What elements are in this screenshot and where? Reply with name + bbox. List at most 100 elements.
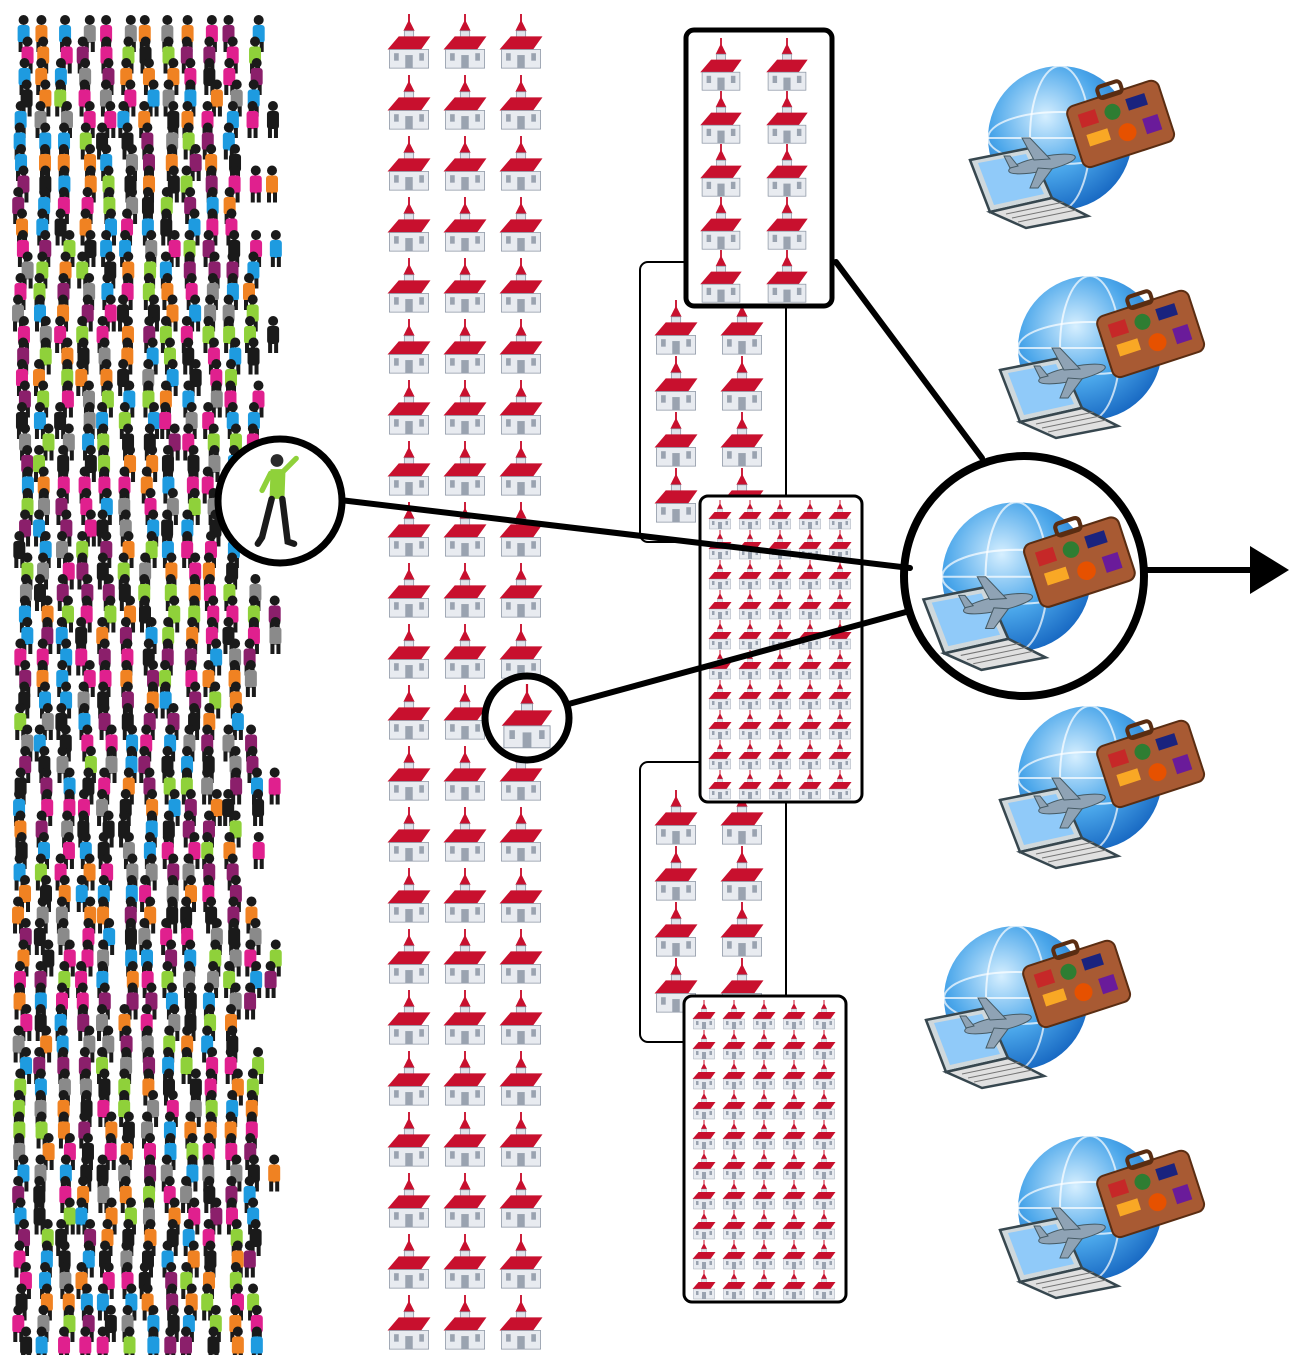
crowd-person-icon xyxy=(201,1025,214,1063)
church-icon xyxy=(498,319,544,375)
crowd-person-icon xyxy=(227,896,240,934)
crowd-person-icon xyxy=(41,1219,54,1256)
crowd-person-icon xyxy=(96,1047,109,1084)
crowd-person-icon xyxy=(120,1240,133,1278)
church-icon xyxy=(498,75,544,131)
church-icon xyxy=(386,14,432,70)
crowd-person-icon xyxy=(166,1283,179,1321)
crowd-person-icon xyxy=(264,961,277,998)
crowd-person-icon xyxy=(202,230,215,267)
crowd-person-icon xyxy=(96,316,109,353)
crowd-person-icon xyxy=(231,1283,244,1321)
church-icon xyxy=(386,868,432,924)
crowd-person-icon xyxy=(21,251,34,289)
crowd-person-icon xyxy=(124,165,137,203)
crowd-person-icon xyxy=(140,724,153,762)
crowd-person-icon xyxy=(161,638,174,676)
crowd-person-icon xyxy=(159,681,172,719)
crowd-person-icon xyxy=(203,1262,216,1299)
crowd-person-icon xyxy=(58,1326,71,1355)
crowd-person-icon xyxy=(125,746,138,783)
crowd-person-icon xyxy=(266,165,279,203)
crowd-person-icon xyxy=(204,1004,217,1041)
crowd-person-icon xyxy=(56,982,69,1020)
crowd-person-icon xyxy=(57,187,70,224)
crowd-person-icon xyxy=(222,789,235,826)
crowd-person-icon xyxy=(102,574,115,611)
church-icon xyxy=(498,502,544,558)
crowd-person-icon xyxy=(81,294,94,332)
church-icon xyxy=(386,746,432,802)
crowd-person-icon xyxy=(188,832,201,869)
crowd-person-icon xyxy=(119,509,132,547)
crowd-person-icon xyxy=(166,896,179,934)
crowd-person-icon xyxy=(144,1219,157,1256)
crowd-person-icon xyxy=(82,1305,95,1342)
crowd-person-icon xyxy=(76,552,89,590)
crowd-person-icon xyxy=(120,1133,133,1170)
crowd-person-icon xyxy=(103,918,116,955)
crowd-person-icon xyxy=(84,165,97,203)
crowd-person-icon xyxy=(225,1133,238,1170)
crowd-person-icon xyxy=(181,15,194,52)
crowd-person-icon xyxy=(222,724,235,762)
crowd-person-icon xyxy=(75,1262,88,1299)
crowd-person-icon xyxy=(182,961,195,998)
crowd-person-icon xyxy=(35,1326,48,1355)
crowd-person-icon xyxy=(82,423,95,461)
church-icon xyxy=(442,746,488,802)
crowd-person-icon xyxy=(180,896,193,934)
crowd-person-icon xyxy=(13,122,26,160)
crowd-person-icon xyxy=(38,832,51,869)
crowd-person-icon xyxy=(12,896,25,934)
crowd-person-icon xyxy=(84,746,97,783)
crowd-person-icon xyxy=(122,1111,135,1149)
crowd-person-icon xyxy=(182,337,195,375)
crowd-person-icon xyxy=(118,402,131,439)
crowd-person-icon xyxy=(119,789,132,826)
crowd-person-icon xyxy=(99,660,112,697)
crowd-person-icon xyxy=(96,789,109,826)
crowd-person-icon xyxy=(180,1047,193,1084)
crowd-person-icon xyxy=(56,531,69,568)
crowd-person-icon xyxy=(104,1133,117,1170)
crowd-person-icon xyxy=(82,918,95,955)
crowd-person-icon xyxy=(181,531,194,568)
crowd-person-icon xyxy=(224,1047,237,1084)
crowd-person-icon xyxy=(205,165,218,203)
crowd-person-icon xyxy=(18,58,31,95)
crowd-person-icon xyxy=(59,724,72,762)
crowd-person-icon xyxy=(168,1197,181,1235)
crowd-person-icon xyxy=(78,79,91,117)
crowd-person-icon xyxy=(100,531,113,568)
church-icon xyxy=(442,563,488,619)
crowd-person-icon xyxy=(141,1240,154,1278)
crowd-person-icon xyxy=(142,380,155,418)
crowd-person-icon xyxy=(245,1111,258,1149)
crowd-person-icon xyxy=(266,101,279,138)
church-icon xyxy=(386,563,432,619)
crowd-person-icon xyxy=(21,617,34,654)
crowd-person-icon xyxy=(75,359,88,396)
crowd-person-icon xyxy=(139,552,152,590)
crowd-person-icon xyxy=(96,552,109,590)
church-icon xyxy=(386,380,432,436)
crowd-person-icon xyxy=(97,832,110,869)
crowd-person-icon xyxy=(202,660,215,697)
crowd-person-icon xyxy=(230,767,243,805)
church-icon xyxy=(442,1112,488,1168)
church-icon xyxy=(498,136,544,192)
crowd-person-icon xyxy=(96,961,109,998)
crowd-person-icon xyxy=(230,1154,243,1192)
crowd-person-icon xyxy=(37,552,50,590)
crowd-person-icon xyxy=(185,1283,198,1321)
crowd-person-icon xyxy=(39,230,52,267)
church-icon xyxy=(498,380,544,436)
crowd-person-icon xyxy=(38,187,51,224)
crowd-person-icon xyxy=(101,853,114,891)
crowd-person-icon xyxy=(167,101,180,138)
crowd-person-icon xyxy=(12,1305,25,1342)
crowd-person-icon xyxy=(61,810,74,848)
crowd-person-icon xyxy=(80,1283,93,1321)
church-icon xyxy=(386,929,432,985)
